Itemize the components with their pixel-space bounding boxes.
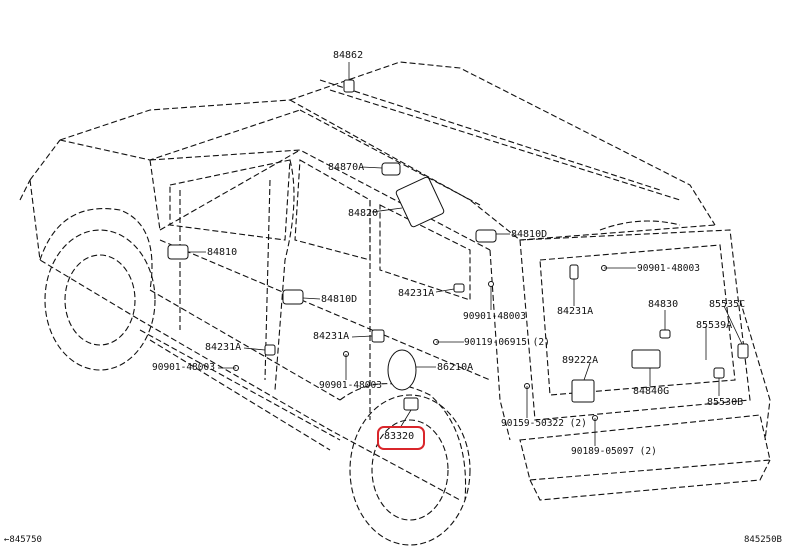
part-label-84840g: 84840G xyxy=(633,386,670,397)
part-label-84810: 84810 xyxy=(207,247,238,258)
part-84231a-center-glyph xyxy=(453,283,465,293)
reference-code-right: 845250B xyxy=(744,535,782,545)
part-label-84231a-right: 84231A xyxy=(557,306,594,317)
part-label-90119: 90119-06915 (2) xyxy=(464,337,550,348)
part-label-84862: 84862 xyxy=(333,50,364,61)
part-label-85535c: 85535C xyxy=(709,299,746,310)
part-label-83320: 83320 xyxy=(384,431,415,442)
part-label-86210a: 86210A xyxy=(437,362,474,373)
part-label-84231a-center: 84231A xyxy=(398,288,435,299)
part-84870a-glyph xyxy=(381,162,401,176)
part-label-85530b: 85530B xyxy=(707,397,744,408)
part-85535c-glyph xyxy=(737,343,749,359)
part-label-85539a: 85539A xyxy=(696,320,733,331)
part-label-84231a-mid: 84231A xyxy=(313,331,350,342)
part-84830-glyph xyxy=(659,329,671,339)
part-label-84820: 84820 xyxy=(348,208,379,219)
part-label-90901-center: 90901-48003 xyxy=(463,311,526,322)
part-85530b-glyph xyxy=(713,367,725,379)
part-label-89222a: 89222A xyxy=(562,355,599,366)
part-label-84830: 84830 xyxy=(648,299,679,310)
part-84810d-top-glyph xyxy=(475,229,497,243)
part-label-90901-mid: 90901-48003 xyxy=(319,380,382,391)
part-label-90159: 90159-50322 (2) xyxy=(501,418,587,429)
part-84820-glyph xyxy=(395,176,445,228)
part-label-90189: 90189-05097 (2) xyxy=(571,446,657,457)
part-84810d-left-glyph xyxy=(282,289,304,305)
part-label-90901-right: 90901-48003 xyxy=(637,263,700,274)
part-86210a-glyph xyxy=(387,349,417,391)
part-label-84810d-top: 84810D xyxy=(511,229,548,240)
part-84231a-left-glyph xyxy=(264,344,276,356)
highlight-box-83320 xyxy=(377,426,425,450)
part-84231a-right-glyph xyxy=(569,264,579,280)
part-label-90901-left: 90901-48003 xyxy=(152,362,215,373)
part-label-84231a-left: 84231A xyxy=(205,342,242,353)
part-83320-glyph xyxy=(403,397,419,411)
part-84231a-mid-glyph xyxy=(371,329,385,343)
part-84862-glyph xyxy=(343,79,355,93)
part-84840g-glyph xyxy=(631,349,661,369)
part-label-84870a: 84870A xyxy=(328,162,365,173)
part-label-84810d-left: 84810D xyxy=(321,294,358,305)
reference-code-left: ←845750 xyxy=(4,535,42,545)
part-84810-glyph xyxy=(167,244,189,260)
part-89222a-glyph xyxy=(571,379,595,403)
